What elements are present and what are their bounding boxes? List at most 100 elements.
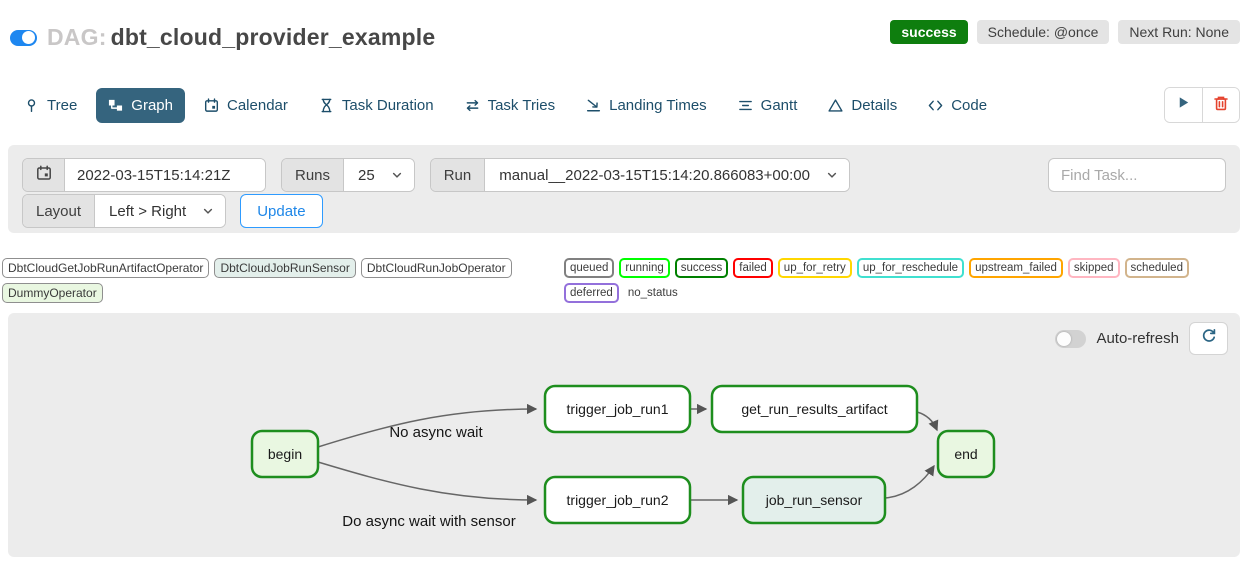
node-label: trigger_job_run2 — [567, 492, 669, 508]
tab-label: Task Duration — [341, 96, 434, 114]
chevron-down-icon — [826, 169, 838, 181]
status-legend-upstream_failed: upstream_failed — [969, 258, 1063, 278]
tab-landing-times[interactable]: Landing Times — [574, 88, 719, 123]
delete-dag-button[interactable] — [1202, 88, 1239, 122]
play-icon — [1176, 95, 1191, 115]
status-legend-failed: failed — [733, 258, 773, 278]
schedule-badge: Schedule: @once — [976, 20, 1110, 44]
graph-node-begin[interactable]: begin — [250, 429, 320, 479]
filter-panel: Runs 25 Run manual__2022-03-15T15:14:20.… — [8, 145, 1240, 233]
refresh-icon — [1201, 328, 1217, 349]
graph-edge-begin-to-trigger_job_run1 — [317, 403, 538, 448]
graph-node-job_run_sensor[interactable]: job_run_sensor — [741, 475, 887, 525]
tab-label: Code — [951, 96, 988, 114]
operator-badge: DbtCloudJobRunSensor — [214, 258, 356, 278]
status-legend-no_status: no_status — [627, 287, 678, 299]
layout-group: Layout Left > Right — [22, 194, 227, 228]
tab-label: Tree — [47, 96, 78, 114]
dag-prefix-label: DAG: — [47, 24, 107, 50]
operator-badge: DummyOperator — [2, 283, 103, 303]
runs-label: Runs — [282, 159, 345, 191]
dag-action-buttons — [1164, 87, 1240, 123]
node-label: begin — [268, 446, 302, 462]
tab-graph[interactable]: Graph — [96, 87, 185, 123]
trigger-dag-button[interactable] — [1165, 88, 1202, 122]
tab-task-duration[interactable]: Task Duration — [307, 88, 446, 123]
pin-icon — [24, 98, 39, 113]
filter-row-2: Layout Left > Right Update — [22, 194, 323, 228]
layout-select[interactable]: Left > Right — [95, 195, 226, 227]
edge-label: No async wait — [389, 424, 483, 441]
tab-details[interactable]: Details — [816, 88, 909, 123]
tab-label: Landing Times — [609, 96, 707, 114]
view-tabbar: Tree Graph Calendar Task Duration Task Tries… — [12, 86, 1240, 124]
tab-label: Gantt — [760, 96, 798, 114]
tab-tree[interactable]: Tree — [12, 88, 89, 123]
graph-node-trigger_job_run1[interactable]: trigger_job_run1 — [543, 384, 692, 434]
graph-edge-begin-to-trigger_job_run2 — [317, 461, 538, 506]
tab-label: Graph — [131, 96, 173, 114]
tab-calendar[interactable]: Calendar — [192, 88, 300, 123]
chevron-down-icon — [202, 205, 214, 217]
find-task-input[interactable] — [1048, 158, 1226, 192]
chevron-down-icon — [391, 169, 403, 181]
operator-badge: DbtCloudRunJobOperator — [360, 258, 512, 278]
tab-label: Task Tries — [487, 96, 556, 114]
tab-task-tries[interactable]: Task Tries — [453, 88, 568, 123]
update-button[interactable]: Update — [240, 194, 323, 228]
dag-name: dbt_cloud_provider_example — [110, 24, 436, 50]
graph-node-get_run_results_artifact[interactable]: get_run_results_artifact — [710, 384, 919, 434]
dag-run-value: manual__2022-03-15T15:14:20.866083+00:00 — [499, 166, 810, 184]
status-legend-success: success — [674, 258, 729, 278]
auto-refresh-label: Auto-refresh — [1096, 330, 1179, 347]
node-label: trigger_job_run1 — [567, 401, 669, 417]
graph-edge-get_run_results_artifact-to-end — [916, 411, 939, 432]
status-legend-running: running — [619, 258, 670, 278]
run-group: Run manual__2022-03-15T15:14:20.866083+0… — [429, 158, 850, 192]
graph-node-end[interactable]: end — [936, 429, 996, 479]
gantt-icon — [738, 98, 753, 113]
dag-run-select[interactable]: manual__2022-03-15T15:14:20.866083+00:00 — [485, 159, 849, 191]
node-label: end — [954, 446, 977, 462]
calendar-icon — [204, 97, 219, 113]
num-runs-select[interactable]: 25 — [344, 159, 414, 191]
layout-label: Layout — [23, 195, 96, 227]
toggle-knob — [22, 31, 35, 44]
layout-value: Left > Right — [109, 202, 187, 220]
filter-row-1: Runs 25 Run manual__2022-03-15T15:14:20.… — [22, 158, 1226, 192]
header-badges: success Schedule: @once Next Run: None — [890, 20, 1240, 44]
landing-icon — [586, 98, 601, 113]
calendar-icon — [36, 164, 52, 186]
execution-date-input[interactable] — [65, 159, 265, 191]
status-badge[interactable]: success — [890, 20, 968, 44]
tab-label: Details — [851, 96, 898, 114]
operator-badge: DbtCloudGetJobRunArtifactOperator — [2, 258, 210, 278]
graph-edge-job_run_sensor-to-end — [884, 464, 935, 499]
tab-gantt[interactable]: Gantt — [726, 88, 810, 123]
dag-pause-toggle[interactable] — [10, 29, 37, 46]
run-label: Run — [430, 159, 486, 191]
autorefresh-controls: Auto-refresh — [1055, 322, 1228, 355]
date-picker-button[interactable] — [23, 159, 65, 191]
num-runs-value: 25 — [358, 166, 375, 184]
auto-refresh-toggle[interactable] — [1055, 329, 1087, 348]
dag-header: DAG:dbt_cloud_provider_example success S… — [0, 0, 1248, 80]
toggle-knob — [1057, 331, 1072, 346]
node-label: get_run_results_artifact — [741, 401, 887, 417]
tab-code[interactable]: Code — [916, 88, 999, 123]
status-legend-queued: queued — [564, 258, 615, 278]
status-legend-deferred: deferred — [564, 283, 619, 303]
next-run-badge: Next Run: None — [1118, 20, 1240, 44]
status-legend-up_for_reschedule: up_for_reschedule — [856, 258, 965, 278]
trash-icon — [1213, 95, 1229, 116]
graph-icon — [108, 98, 123, 113]
graph-node-trigger_job_run2[interactable]: trigger_job_run2 — [543, 475, 692, 525]
refresh-button[interactable] — [1189, 322, 1228, 355]
hourglass-icon — [319, 98, 334, 113]
tab-label: Calendar — [227, 96, 288, 114]
status-legend-scheduled: scheduled — [1124, 258, 1189, 278]
repeat-icon — [465, 98, 480, 113]
